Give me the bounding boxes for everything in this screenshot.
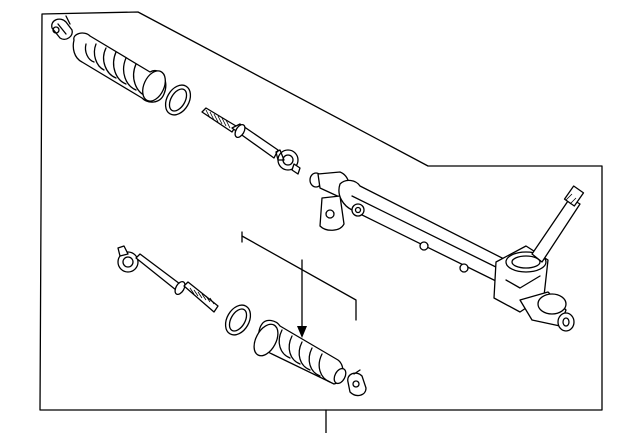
diagram-frame [39,11,603,411]
callout-arrowhead [297,326,307,338]
upper-boot-band [164,84,192,116]
upper-hose-clamp [51,15,73,40]
upper-boot [72,32,167,103]
lower-hose-clamp [347,369,367,397]
lower-boot [253,319,347,385]
lower-callout-bracket [241,231,357,338]
steering-rack-housing [309,171,585,332]
lower-boot-band [224,304,252,336]
lower-tie-rod [117,245,219,313]
upper-tie-rod [201,107,301,175]
